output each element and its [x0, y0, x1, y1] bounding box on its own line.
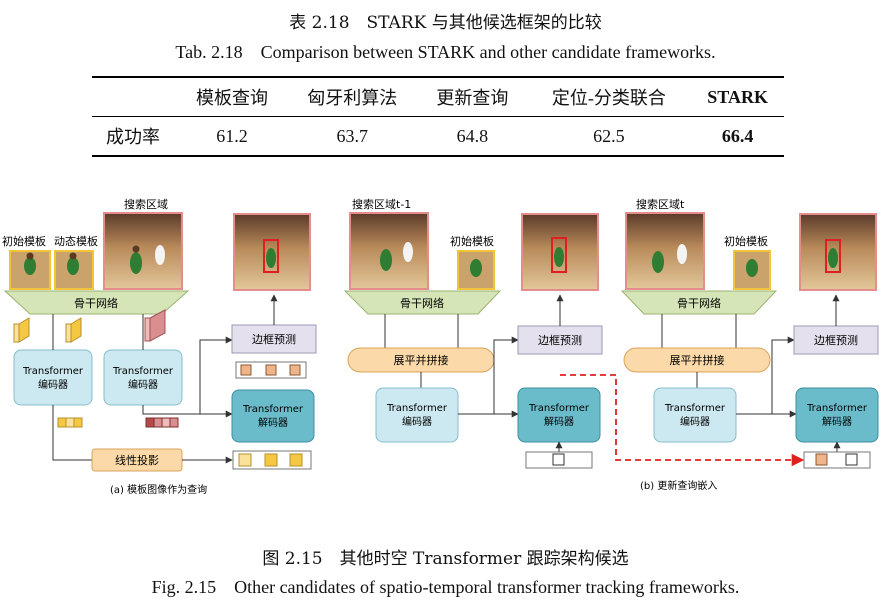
- bbox-pred-block-b2: [793, 325, 879, 355]
- decoder-b2-line2: 解码器: [822, 415, 852, 428]
- encoder-1-line1: Transformer: [22, 366, 84, 377]
- connector: [142, 405, 188, 415]
- table-cell: 63.7: [336, 125, 368, 146]
- backbone-label-b1: 骨干网络: [400, 296, 444, 310]
- encoder-1-line2: 编码器: [38, 378, 68, 391]
- projected-query-strip: [232, 450, 312, 470]
- panel-b: 搜索区域t-1 初始模板 骨干网络 展平并拼接 Transformer 编码器 …: [343, 197, 879, 492]
- decoder-block-b2: [795, 387, 879, 443]
- output-image: [233, 213, 311, 291]
- encoder-b2-line2: 编码器: [680, 415, 710, 428]
- arrow: [199, 336, 233, 414]
- bbox-pred-label-b2: 边框预测: [814, 334, 858, 347]
- decoder-line1: Transformer: [242, 404, 304, 415]
- encoder-block-1: [13, 349, 93, 406]
- encoder-block-b1: [375, 387, 459, 443]
- template-feature-cube: [13, 317, 30, 343]
- init-template-label-b1: 初始模板: [450, 234, 494, 248]
- table-header: 匈牙利算法: [307, 88, 398, 108]
- backbone-label-b2: 骨干网络: [677, 296, 721, 310]
- panel-b-caption: (b) 更新查询嵌入: [640, 479, 717, 492]
- table-header: 定位-分类联合: [551, 88, 666, 108]
- search-region-t-image: [625, 212, 705, 290]
- table-header-best: STARK: [707, 86, 768, 107]
- init-template-label-b2: 初始模板: [724, 234, 768, 248]
- dynamic-feature-cube: [65, 317, 82, 343]
- decoder-b1-line1: Transformer: [528, 403, 590, 414]
- search-region-t1-label: 搜索区域t-1: [352, 197, 411, 211]
- output-image-b1: [521, 213, 599, 291]
- output-image-b2: [799, 213, 877, 291]
- bbox-pred-label-b1: 边框预测: [538, 334, 582, 347]
- backbone-label: 骨干网络: [74, 296, 118, 310]
- table-cell: 62.5: [593, 125, 625, 146]
- query-embedding-b1: [525, 451, 593, 469]
- template-image-b2: [733, 250, 771, 290]
- backbone-block-b2: [620, 290, 778, 315]
- search-region-label: 搜索区域: [124, 197, 168, 211]
- table-row: 成功率 61.2 63.7 64.8 62.5 66.4: [92, 117, 784, 156]
- table-caption-cn: 表 2.18 STARK 与其他候选框架的比较: [289, 13, 602, 33]
- figure-caption-en: Fig. 2.15 Other candidates of spatio-tem…: [151, 577, 740, 597]
- table-cell: 64.8: [456, 125, 489, 146]
- template-image-b1: [457, 250, 495, 290]
- bbox-pred-label: 边框预测: [252, 333, 296, 346]
- figure-caption-cn: 图 2.15 其他时空 Transformer 跟踪架构候选: [262, 549, 629, 569]
- search-region-t-label: 搜索区域t: [636, 197, 685, 211]
- encoder-b1-line2: 编码器: [402, 415, 432, 428]
- table-header-empty: [92, 77, 178, 117]
- decoder-block-b1: [517, 387, 601, 443]
- search-region-image: [103, 212, 183, 290]
- template-token-strip: [57, 417, 83, 428]
- encoder-2-line2: 编码器: [128, 378, 158, 391]
- encoder-block-b2: [653, 387, 737, 443]
- architecture-figure: 搜索区域 初始模板 动态模板 骨干网络: [2, 197, 879, 496]
- init-template-image: [9, 250, 51, 290]
- panel-a: 搜索区域 初始模板 动态模板 骨干网络: [2, 197, 317, 496]
- encoder-b2-line1: Transformer: [664, 403, 726, 414]
- table-caption-en: Tab. 2.18 Comparison between STARK and o…: [175, 42, 716, 62]
- backbone-block-b1: [343, 290, 502, 315]
- query-token-strip: [235, 361, 307, 379]
- panel-a-caption: (a) 模板图像作为查询: [110, 483, 207, 496]
- dynamic-template-label: 动态模板: [54, 234, 98, 248]
- connector: [52, 405, 92, 461]
- dynamic-template-image: [54, 250, 94, 290]
- table-header: 更新查询: [436, 88, 509, 108]
- search-region-t1-image: [349, 212, 429, 290]
- search-feature-cube: [144, 309, 166, 342]
- table-header-row: 模板查询 匈牙利算法 更新查询 定位-分类联合 STARK: [92, 77, 784, 117]
- decoder-line2: 解码器: [258, 416, 288, 429]
- comparison-table: 模板查询 匈牙利算法 更新查询 定位-分类联合 STARK 成功率 61.2 6…: [92, 76, 784, 157]
- row-label: 成功率: [106, 127, 160, 147]
- flatten-label-b1: 展平并拼接: [394, 353, 449, 367]
- encoder-block-2: [103, 349, 183, 406]
- encoder-2-line1: Transformer: [112, 366, 174, 377]
- flatten-label-b2: 展平并拼接: [670, 353, 725, 367]
- search-token-strip: [145, 417, 179, 428]
- update-query-arrow: [560, 374, 805, 467]
- table-header: 模板查询: [196, 88, 269, 108]
- table-cell: 61.2: [216, 125, 248, 146]
- arrow: [493, 336, 519, 414]
- encoder-b1-line1: Transformer: [386, 403, 448, 414]
- linear-proj-label: 线性投影: [115, 453, 159, 467]
- query-embedding-b2: [803, 451, 871, 469]
- init-template-label: 初始模板: [2, 234, 46, 248]
- decoder-b2-line1: Transformer: [806, 403, 868, 414]
- decoder-b1-line2: 解码器: [544, 415, 574, 428]
- table-cell-best: 66.4: [721, 125, 754, 146]
- decoder-block: [231, 389, 315, 443]
- arrow: [771, 336, 795, 414]
